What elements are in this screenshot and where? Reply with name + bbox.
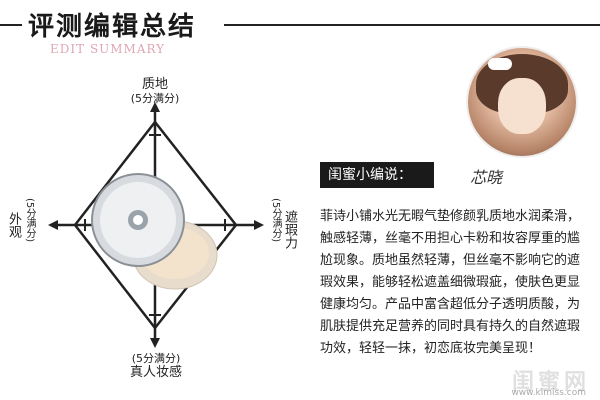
- review-text: 菲诗小铺水光无暇气垫修颜乳质地水润柔滑，触感轻薄，丝毫不用担心卡粉和妆容厚重的尴…: [320, 209, 581, 356]
- axis-right-label: (5分满分) 遮瑕力: [270, 198, 297, 249]
- axis-left-label: 外观 (5分满分): [6, 198, 35, 243]
- editor-name: 芯晓: [470, 168, 503, 187]
- editor-label-bar: 闺蜜小编说：: [320, 162, 434, 188]
- header-rule-right: [224, 24, 600, 26]
- editor-avatar: [468, 48, 576, 156]
- page-title: 评测编辑总结: [28, 12, 197, 42]
- arrow-right-icon: [254, 220, 264, 230]
- hair-bow-icon: [488, 58, 512, 70]
- page-subtitle: EDIT SUMMARY: [50, 42, 166, 56]
- product-cushion-image: [91, 173, 218, 290]
- arrow-up-icon: [150, 102, 160, 112]
- rating-diagram: [48, 102, 264, 348]
- watermark-url: www.kimiss.com: [511, 388, 586, 398]
- watermark-logo: 闺蜜网: [511, 370, 590, 395]
- axis-bottom-label: (5分满分) 真人妆感: [129, 352, 182, 380]
- header-rule-left: [0, 24, 22, 26]
- arrow-left-icon: [48, 220, 58, 230]
- arrow-down-icon: [150, 338, 160, 348]
- axis-top-label: 质地 (5分满分): [130, 77, 180, 106]
